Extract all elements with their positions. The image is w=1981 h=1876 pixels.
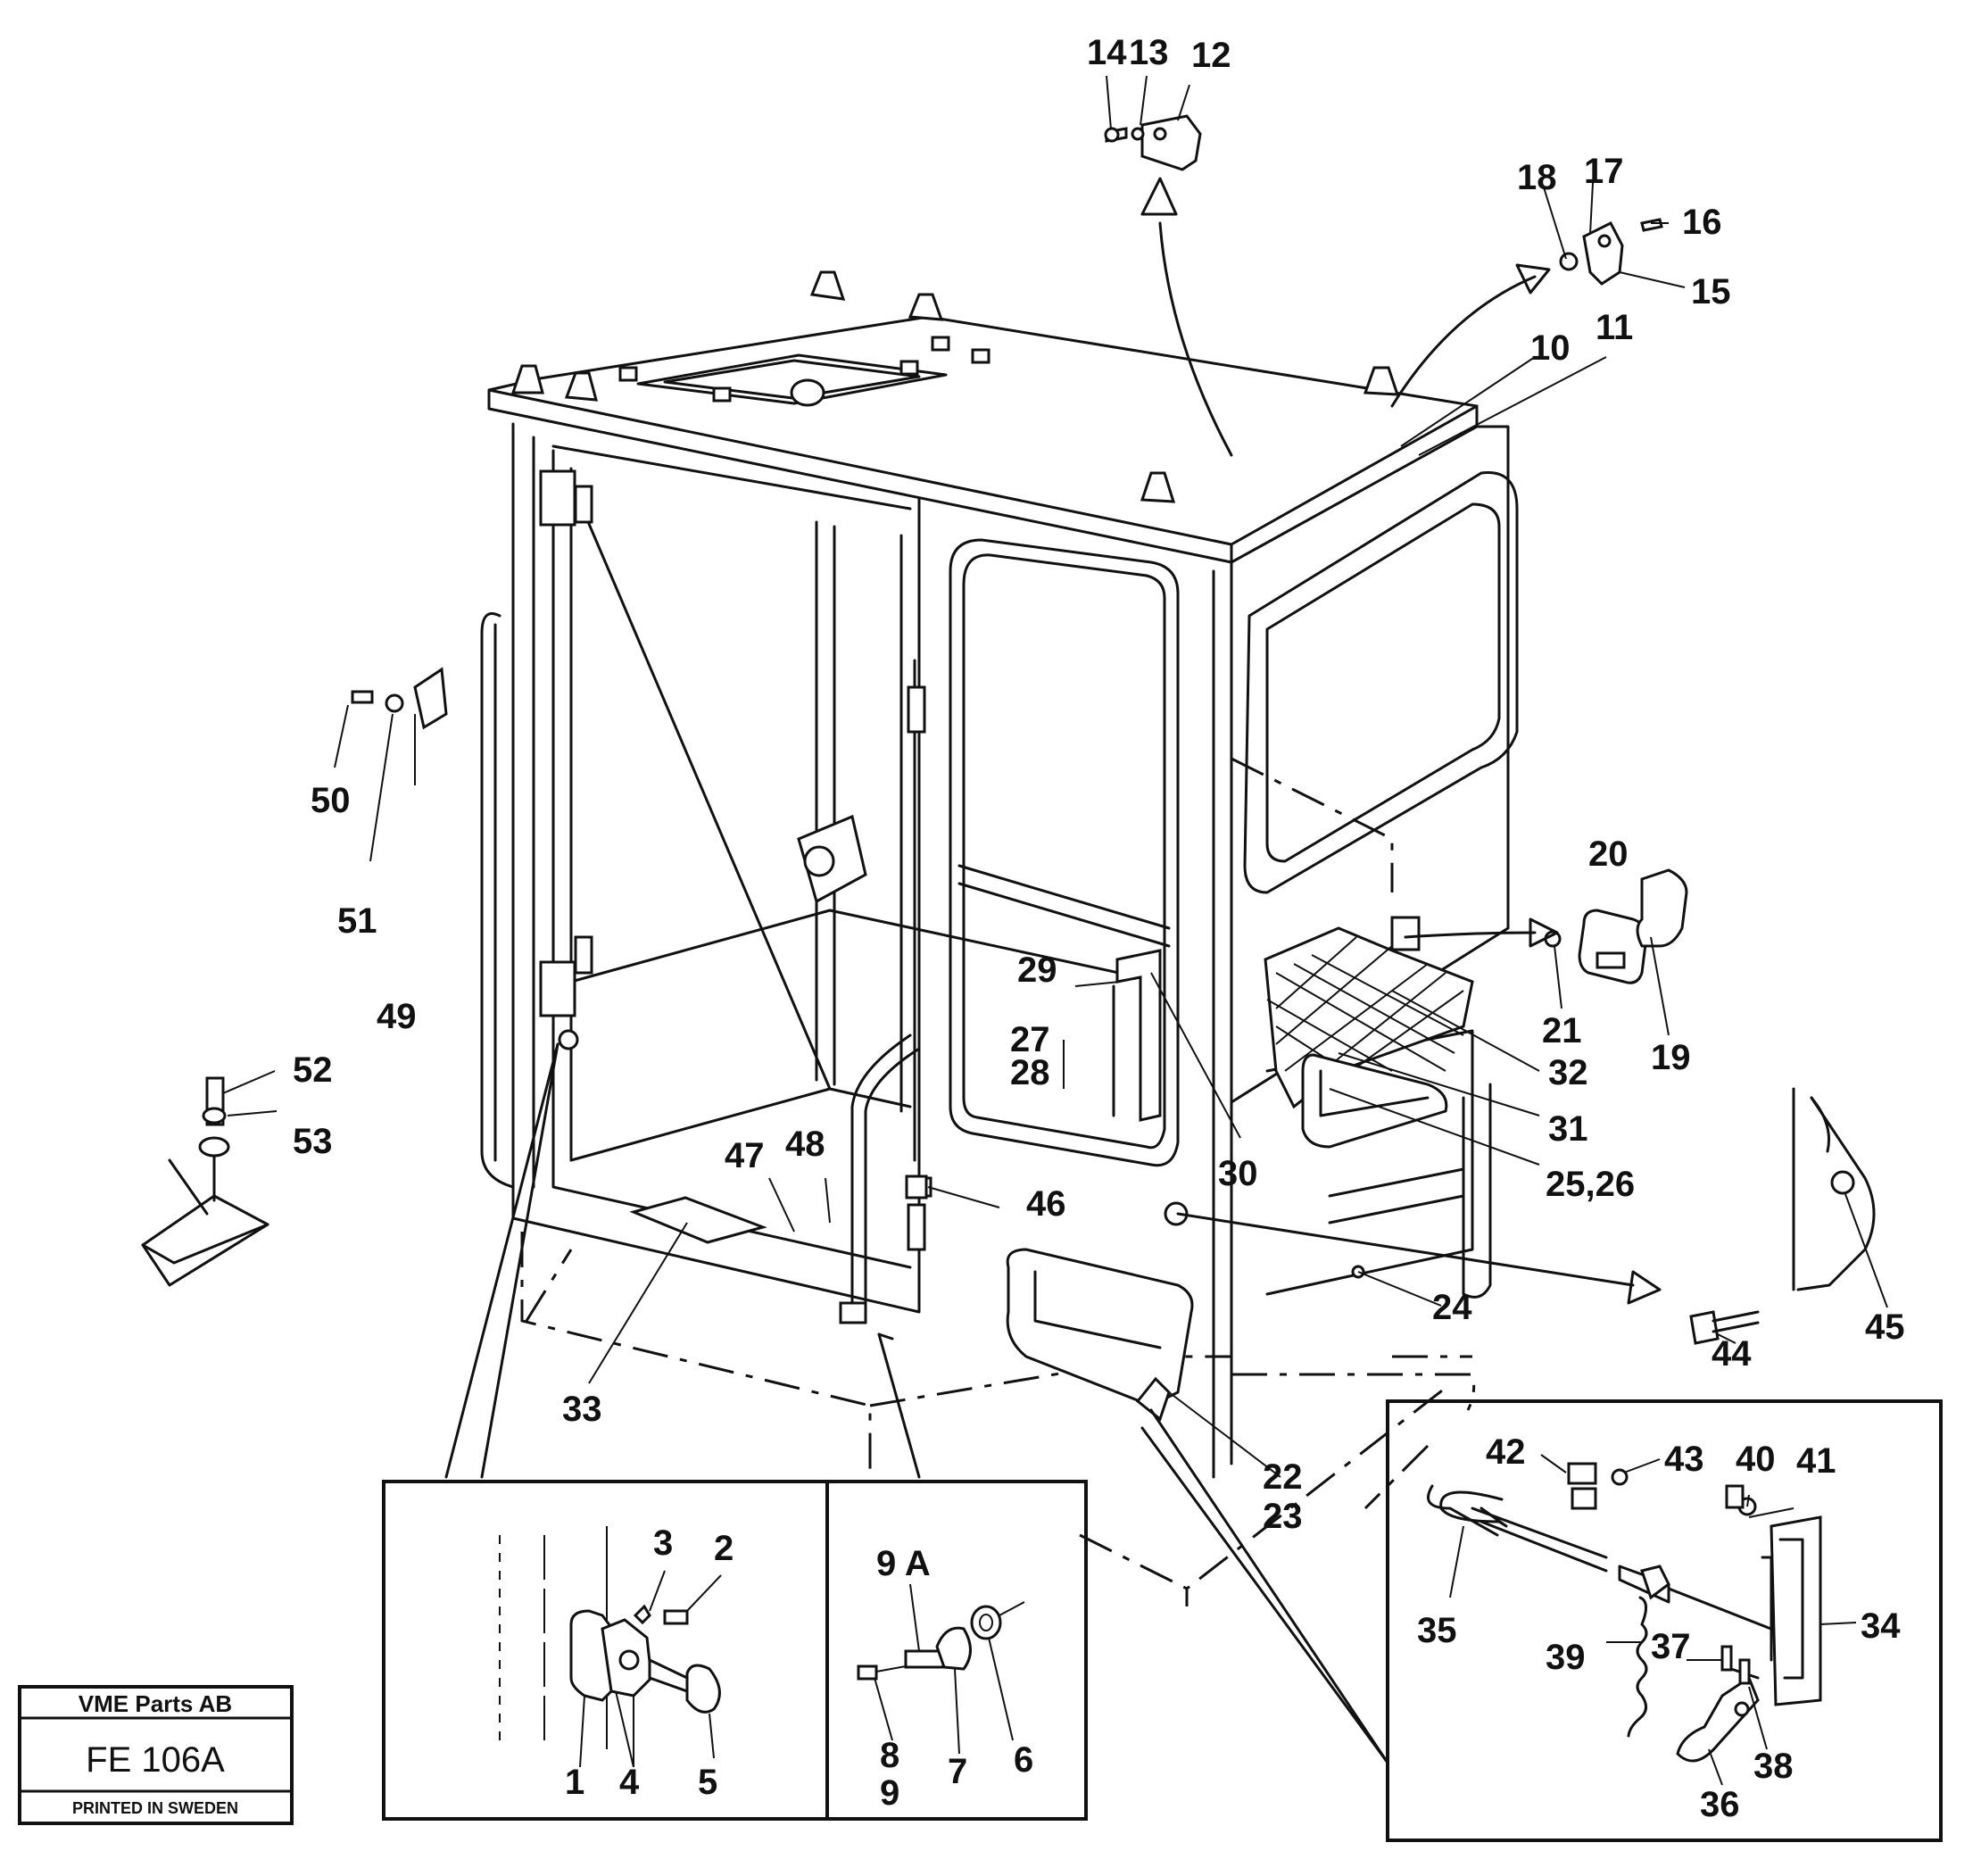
bracket-49: [351, 667, 448, 730]
callout-10: 10: [1530, 328, 1571, 368]
callout-18: 18: [1517, 158, 1557, 197]
callout-42: 42: [1486, 1432, 1526, 1472]
callout-28: 28: [1010, 1053, 1050, 1092]
callout-47: 47: [725, 1136, 765, 1175]
callout-16: 16: [1682, 203, 1722, 242]
callout-11: 11: [1596, 308, 1633, 347]
callout-33: 33: [562, 1390, 602, 1429]
title-drawing-code: FE 106A: [86, 1740, 225, 1780]
callout-41: 41: [1796, 1441, 1836, 1481]
callout-31: 31: [1548, 1109, 1588, 1149]
callout-48: 48: [785, 1125, 825, 1164]
callout-43: 43: [1664, 1440, 1704, 1479]
callout-23: 23: [1263, 1497, 1303, 1536]
side-latch-19-20: [1544, 868, 1688, 984]
callout-22: 22: [1263, 1457, 1303, 1497]
callout-arrows: [1140, 177, 1662, 1305]
title-company: VME Parts AB: [79, 1690, 232, 1717]
cab-body: [480, 270, 1519, 1606]
callout-44: 44: [1712, 1334, 1752, 1374]
callout-27: 27: [1010, 1020, 1050, 1059]
callout-36: 36: [1700, 1785, 1740, 1824]
stud-44-45: [1689, 1087, 1876, 1345]
callout-21: 21: [1542, 1011, 1582, 1050]
inset-lock-mechanism: [1386, 1399, 1943, 1842]
callout-14: 14: [1087, 33, 1127, 72]
callout-45: 45: [1865, 1307, 1905, 1347]
bracket-15: [1559, 218, 1663, 286]
callout-24: 24: [1432, 1288, 1472, 1327]
callout-35: 35: [1417, 1611, 1457, 1650]
callout-20: 20: [1588, 834, 1629, 874]
callout-8: 8: [880, 1736, 899, 1775]
callout-19: 19: [1651, 1038, 1691, 1077]
callout-25-26: 25,26: [1546, 1165, 1635, 1204]
callout-52: 52: [293, 1050, 333, 1090]
title-footer: PRINTED IN SWEDEN: [72, 1799, 238, 1817]
callout-46: 46: [1026, 1184, 1066, 1224]
callout-38: 38: [1753, 1747, 1794, 1786]
callout-13: 13: [1129, 33, 1169, 72]
roof-bracket-12: [1104, 114, 1202, 171]
callout-15: 15: [1691, 272, 1731, 311]
callout-5: 5: [698, 1763, 717, 1802]
callout-9a: 9 A: [876, 1544, 931, 1583]
callout-17: 17: [1584, 152, 1624, 191]
callout-40: 40: [1736, 1440, 1776, 1479]
callout-4: 4: [619, 1763, 640, 1802]
inset-door-stop: [825, 1480, 1088, 1821]
callout-6: 6: [1014, 1740, 1033, 1780]
title-block: VME Parts AB FE 106A PRINTED IN SWEDEN: [18, 1685, 294, 1825]
callout-2: 2: [714, 1529, 734, 1568]
callout-49: 49: [377, 997, 417, 1036]
callout-3: 3: [653, 1523, 673, 1563]
callout-32: 32: [1548, 1053, 1588, 1092]
leader-lines: [222, 75, 1888, 1780]
callout-30: 30: [1218, 1154, 1258, 1193]
callout-12: 12: [1191, 36, 1231, 75]
callout-1: 1: [565, 1763, 584, 1802]
callout-53: 53: [293, 1122, 333, 1161]
callout-51: 51: [337, 901, 377, 941]
inset-door-catch: [382, 1480, 829, 1821]
callout-9: 9: [880, 1773, 899, 1813]
callout-34: 34: [1861, 1606, 1901, 1646]
callout-50: 50: [311, 781, 351, 820]
callout-7: 7: [948, 1752, 967, 1791]
floor-mount-52-53: [141, 1076, 269, 1287]
callout-labels: 14 13 12 18 17 16 15 10 11 50 51 49 52 5…: [293, 33, 1905, 1824]
callout-29: 29: [1017, 950, 1057, 990]
callout-37: 37: [1651, 1627, 1691, 1666]
callout-39: 39: [1546, 1638, 1586, 1677]
